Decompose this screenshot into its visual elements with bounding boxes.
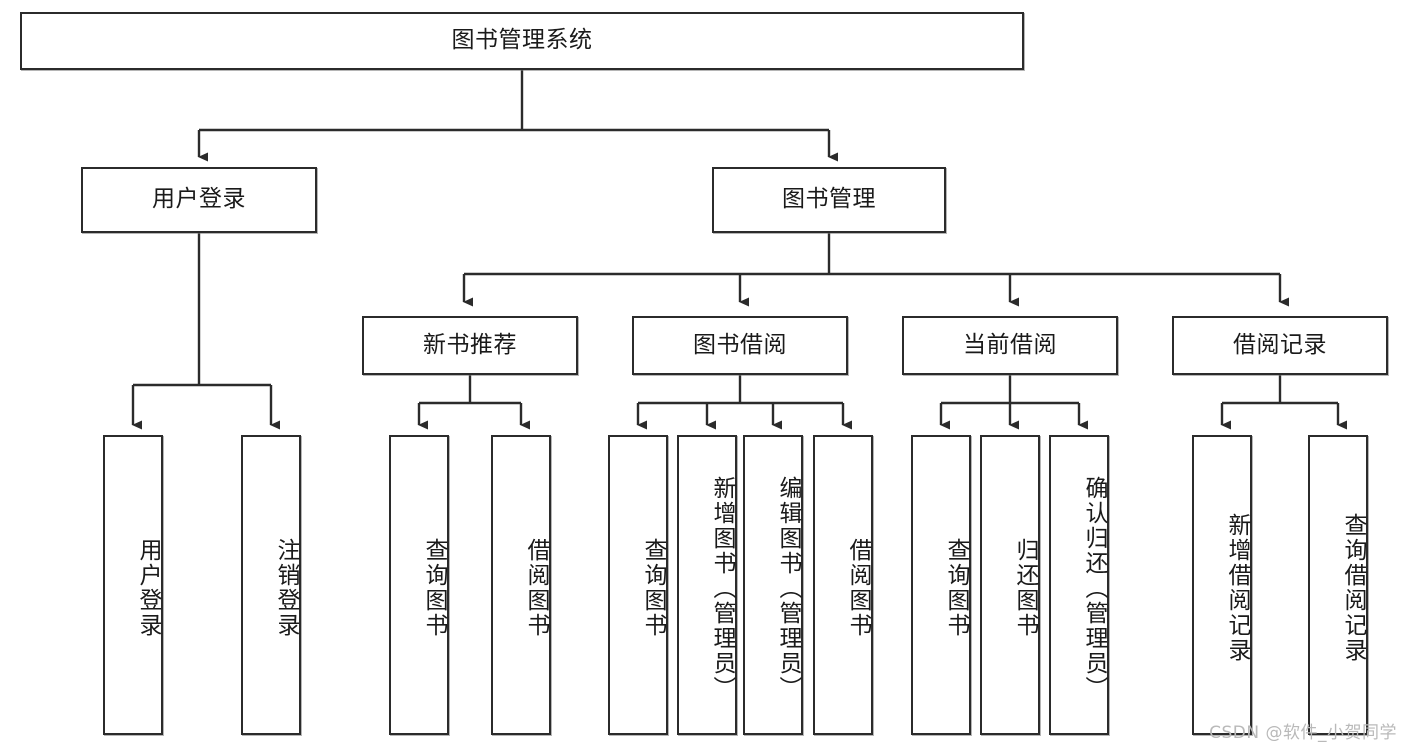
- leaf-borrow-borrow-book[interactable]: 借阅图书: [813, 435, 873, 735]
- node-label: 注销登录: [273, 538, 299, 638]
- leaf-records-query-record[interactable]: 查询借阅记录: [1308, 435, 1368, 735]
- node-label: 图书管理: [782, 186, 876, 213]
- node-user-login[interactable]: 用户登录: [81, 167, 317, 233]
- leaf-recommend-borrow-book[interactable]: 借阅图书: [491, 435, 551, 735]
- csdn-watermark: CSDN @软件_小贺同学: [1209, 723, 1397, 743]
- node-root-system[interactable]: 图书管理系统: [20, 12, 1024, 70]
- node-label: 借阅图书: [845, 538, 871, 638]
- node-label: 图书借阅: [693, 331, 787, 358]
- node-label: 当前借阅: [963, 331, 1057, 358]
- node-label: 新增图书（管理员）: [709, 475, 735, 701]
- node-borrow-records[interactable]: 借阅记录: [1172, 316, 1388, 375]
- node-label: 查询图书: [943, 538, 969, 638]
- leaf-current-confirm-return-admin[interactable]: 确认归还（管理员）: [1049, 435, 1109, 735]
- node-label: 借阅记录: [1233, 331, 1327, 358]
- node-label: 查询借阅记录: [1340, 513, 1366, 663]
- node-label: 新增借阅记录: [1224, 513, 1250, 663]
- node-label: 确认归还（管理员）: [1081, 475, 1107, 701]
- node-label: 借阅图书: [523, 538, 549, 638]
- leaf-current-query-book[interactable]: 查询图书: [911, 435, 971, 735]
- node-label: 编辑图书（管理员）: [775, 475, 801, 701]
- node-book-management[interactable]: 图书管理: [712, 167, 946, 233]
- node-label: 用户登录: [135, 538, 161, 638]
- leaf-borrow-query-book[interactable]: 查询图书: [608, 435, 668, 735]
- node-new-book-recommend[interactable]: 新书推荐: [362, 316, 578, 375]
- leaf-user-login-login[interactable]: 用户登录: [103, 435, 163, 735]
- leaf-records-add-record[interactable]: 新增借阅记录: [1192, 435, 1252, 735]
- leaf-borrow-add-book-admin[interactable]: 新增图书（管理员）: [677, 435, 737, 735]
- node-label: 图书管理系统: [451, 27, 593, 54]
- node-current-borrow[interactable]: 当前借阅: [902, 316, 1118, 375]
- leaf-recommend-query-book[interactable]: 查询图书: [389, 435, 449, 735]
- node-label: 用户登录: [152, 186, 246, 213]
- node-label: 查询图书: [421, 538, 447, 638]
- node-label: 新书推荐: [423, 331, 517, 358]
- leaf-borrow-edit-book-admin[interactable]: 编辑图书（管理员）: [743, 435, 803, 735]
- leaf-user-login-logout[interactable]: 注销登录: [241, 435, 301, 735]
- leaf-current-return-book[interactable]: 归还图书: [980, 435, 1040, 735]
- node-label: 查询图书: [640, 538, 666, 638]
- node-label: 归还图书: [1012, 538, 1038, 638]
- node-book-borrow[interactable]: 图书借阅: [632, 316, 848, 375]
